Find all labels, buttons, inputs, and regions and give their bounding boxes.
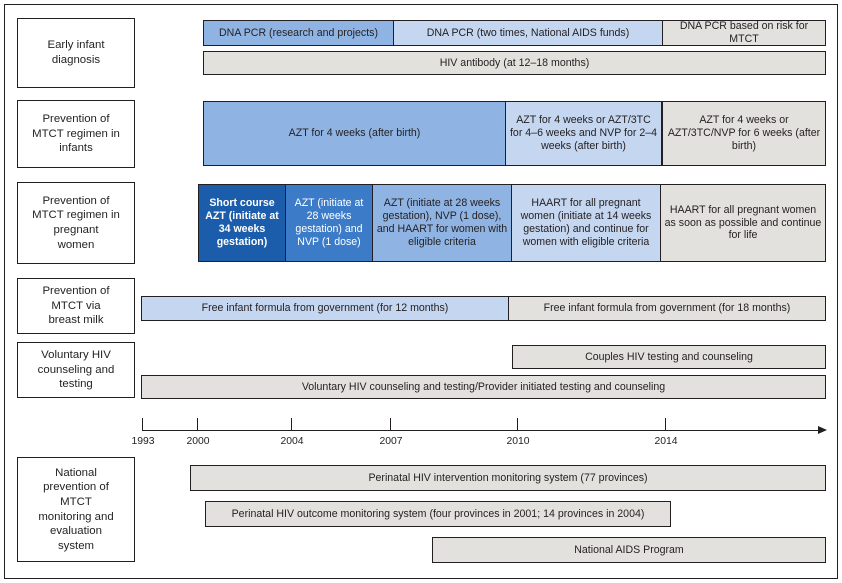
bar-azt-28-weeks-nvp[interactable]: AZT (initiate at 28 weeks gestation) and… [285,184,373,262]
label-line: MTCT via [51,299,101,312]
label-line: MTCT regimen in [32,127,120,140]
label-line: National [55,466,97,479]
axis-tick-2014 [665,418,667,430]
axis-tick-2010 [517,418,519,430]
row-label-early-infant-diagnosis: Early infant diagnosis [17,18,135,88]
label-line: counseling and [37,363,115,376]
bar-haart-14-weeks[interactable]: HAART for all pregnant women (initiate a… [511,184,661,262]
axis-label-2004: 2004 [280,436,304,447]
timeline-arrowhead [818,426,827,434]
label-line: system [57,539,95,552]
bar-free-formula-18-months[interactable]: Free infant formula from government (for… [508,296,826,321]
label-line: monitoring and [38,510,114,523]
axis-label-1993: 1993 [131,436,155,447]
bar-azt-4-weeks-after-birth[interactable]: AZT for 4 weeks (after birth) [203,101,506,166]
axis-tick-2007 [390,418,392,430]
label-line: Voluntary HIV [41,349,111,362]
axis-label-2000: 2000 [186,436,210,447]
row-label-voluntary-hiv-counseling: Voluntary HIV counseling and testing [17,342,135,398]
row-label-mtct-regimen-pregnant-women: Prevention of MTCT regimen in pregnant w… [17,182,135,264]
axis-tick-2004 [291,418,293,430]
bar-perinatal-hiv-intervention-monitoring[interactable]: Perinatal HIV intervention monitoring sy… [190,465,826,491]
bar-azt-3tc-nvp-6-weeks[interactable]: AZT for 4 weeks or AZT/3TC/NVP for 6 wee… [662,101,826,166]
label-line: breast milk [48,314,104,327]
axis-tick-1993 [142,418,144,430]
bar-short-course-azt[interactable]: Short course AZT (initiate at 34 weeks g… [198,184,286,262]
bar-free-formula-12-months[interactable]: Free infant formula from government (for… [141,296,509,321]
axis-label-2014: 2014 [654,436,678,447]
bar-dna-pcr-two-times[interactable]: DNA PCR (two times, National AIDS funds) [393,20,663,46]
label-line: evaluation [50,525,102,538]
axis-label-2010: 2010 [506,436,530,447]
label-line: Prevention of [42,113,110,126]
timeline-axis-line [142,429,820,432]
bar-national-aids-program[interactable]: National AIDS Program [432,537,826,563]
bar-azt-3tc-nvp-combo[interactable]: AZT for 4 weeks or AZT/3TC for 4–6 weeks… [505,101,662,166]
label-line: Early infant [47,39,105,52]
axis-tick-2000 [197,418,199,430]
label-line: Prevention of [42,285,110,298]
bar-hiv-antibody[interactable]: HIV antibody (at 12–18 months) [203,51,826,75]
bar-haart-lifelong[interactable]: HAART for all pregnant women as soon as … [660,184,826,262]
row-label-national-monitoring-evaluation: National prevention of MTCT monitoring a… [17,457,135,562]
bar-couples-hiv-testing[interactable]: Couples HIV testing and counseling [512,345,826,369]
label-line: diagnosis [51,54,101,66]
label-line: MTCT regimen in [32,209,120,222]
label-line: MTCT [60,495,92,508]
label-line: testing [59,378,93,391]
row-label-mtct-breast-milk: Prevention of MTCT via breast milk [17,278,135,334]
bar-dna-pcr-research[interactable]: DNA PCR (research and projects) [203,20,394,46]
label-line: Prevention of [42,194,110,207]
bar-voluntary-hiv-counseling-testing[interactable]: Voluntary HIV counseling and testing/Pro… [141,375,826,399]
bar-dna-pcr-risk-mtct[interactable]: DNA PCR based on risk for MTCT [662,20,826,46]
axis-label-2007: 2007 [379,436,403,447]
label-line: prevention of [43,481,109,494]
figure-border [4,4,838,579]
bar-azt-nvp-haart-eligible[interactable]: AZT (initiate at 28 weeks gestation), NV… [372,184,512,262]
label-line: women [57,238,95,251]
bar-perinatal-hiv-outcome-monitoring[interactable]: Perinatal HIV outcome monitoring system … [205,501,671,527]
label-line: infants [59,142,93,155]
row-label-mtct-regimen-infants: Prevention of MTCT regimen in infants [17,100,135,168]
label-line: pregnant [53,224,99,236]
